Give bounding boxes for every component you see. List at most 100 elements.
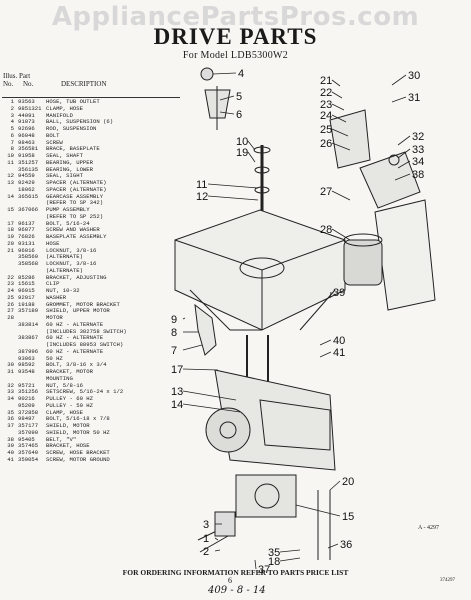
callout-leader — [394, 173, 411, 181]
parts-row-part-no: 44091 — [18, 111, 35, 119]
suspension-ball — [200, 67, 214, 81]
callout-leader — [329, 480, 341, 491]
callout-leader — [397, 160, 411, 169]
parts-row-description: BEARING, UPPER — [46, 158, 93, 166]
callout-number: 36 — [340, 539, 352, 551]
parts-row-part-no: 98592 — [18, 361, 35, 369]
callout-leader — [214, 537, 219, 541]
parts-row-part-no: 94559 — [18, 172, 35, 180]
brace-baseplate — [194, 303, 217, 356]
parts-row-illus-no: 2 — [10, 104, 14, 112]
adjusting-bracket — [329, 109, 371, 169]
parts-row-part-no: 95405 — [18, 435, 35, 443]
callout-leader — [279, 549, 301, 553]
parts-row-part-no: 93131 — [18, 239, 35, 247]
parts-row-part-no: 358560 — [18, 253, 39, 261]
parts-row-part-no: 9851321 — [18, 104, 42, 112]
parts-row-part-no: 93563 — [18, 98, 35, 105]
parts-row-part-no: 96137 — [18, 219, 35, 227]
callout-number: 14 — [171, 399, 183, 411]
parts-row-description: SHIELD, MOTOR 50 HZ — [46, 428, 110, 436]
callout-number: 23 — [320, 99, 332, 111]
callout-leader — [212, 72, 237, 75]
callout-number: 31 — [408, 92, 420, 104]
parts-row-part-no: 96077 — [18, 226, 35, 234]
callout-leader — [219, 95, 235, 101]
parts-row-part-no: 92429 — [18, 179, 35, 186]
callout-leader — [331, 91, 343, 99]
callout-number: 26 — [320, 138, 332, 150]
parts-row-description: SHIELD, UPPER MOTOR — [46, 307, 110, 315]
parts-row-illus-no: 8 — [10, 145, 14, 153]
parts-row-description: 60 HZ - ALTERNATE — [46, 347, 104, 355]
parts-row-description: SEAL, SIGHT — [46, 172, 83, 180]
parts-row-description: NUT, 10-32 — [46, 287, 80, 294]
parts-row-illus-no: 17 — [7, 219, 14, 227]
page-title: DRIVE PARTS — [153, 24, 318, 49]
parts-row-description: (INCLUDES 382758 SWITCH) — [46, 327, 127, 335]
parts-row-description: BRACKET, ADJUSTING — [46, 273, 107, 281]
callout-leader — [331, 114, 347, 123]
callout-number: 33 — [412, 144, 424, 156]
parts-row-part-no: 367066 — [18, 206, 39, 213]
parts-row-part-no: 357090 — [18, 428, 39, 436]
parts-row-description: LOCKNUT, 3/8-16 — [46, 260, 97, 267]
parts-row-illus-no: 26 — [7, 300, 14, 308]
parts-row-description: 50 HZ — [46, 354, 63, 362]
callout-number: 7 — [171, 345, 177, 357]
parts-row-illus-no: 37 — [7, 422, 14, 429]
parts-row-part-no: 387996 — [18, 347, 39, 355]
motor-shield — [374, 199, 436, 311]
parts-list-row: (REFER TO SP 252) — [2, 213, 188, 221]
pump-assembly — [235, 474, 297, 518]
callout-leader — [182, 390, 237, 401]
callout-leader — [331, 79, 341, 87]
callout-number: 38 — [412, 169, 424, 181]
callout-leader — [331, 190, 351, 201]
parts-row-part-no: 93548 — [18, 368, 35, 375]
parts-row-illus-no: 10 — [7, 152, 14, 159]
parts-row-part-no: 383814 — [18, 320, 39, 328]
parts-row-description: BOLT, 5/16-24 — [46, 219, 90, 227]
model-subtitle: For Model LDB5300W2 — [182, 50, 289, 61]
callout-leader — [397, 148, 411, 159]
callout-number: 20 — [342, 476, 354, 488]
callout-number: 19 — [236, 147, 248, 159]
parts-row-description: BALL, SUSPENSION (6) — [46, 118, 114, 126]
page-number: 6 — [228, 576, 232, 585]
parts-row-description: (REFER TO SP 342) — [46, 199, 104, 207]
parts-row-description: BRACKET, MOTOR — [46, 368, 93, 375]
parts-row-part-no: 383867 — [18, 334, 39, 342]
figure-code: A - 4297 — [418, 525, 439, 531]
pump-impeller — [254, 483, 280, 509]
parts-row-illus-no: 30 — [7, 361, 14, 369]
parts-row-part-no: 372858 — [18, 408, 39, 416]
header-description: DESCRIPTION — [61, 80, 107, 88]
callout-number: 11 — [196, 179, 207, 191]
callout-leader — [295, 504, 341, 517]
parts-row-description: HOSE, TUB OUTLET — [46, 98, 100, 105]
parts-row-description: MANIFOLD — [46, 111, 73, 119]
parts-row-part-no: 96048 — [18, 131, 35, 139]
parts-row-part-no: 18062 — [18, 185, 35, 193]
callout-number: 2 — [203, 546, 209, 558]
parts-row-part-no: 92017 — [18, 293, 35, 301]
parts-row-part-no: 91073 — [18, 118, 35, 126]
parts-list-row: (INCLUDES 88953 SWITCH) — [2, 341, 188, 349]
